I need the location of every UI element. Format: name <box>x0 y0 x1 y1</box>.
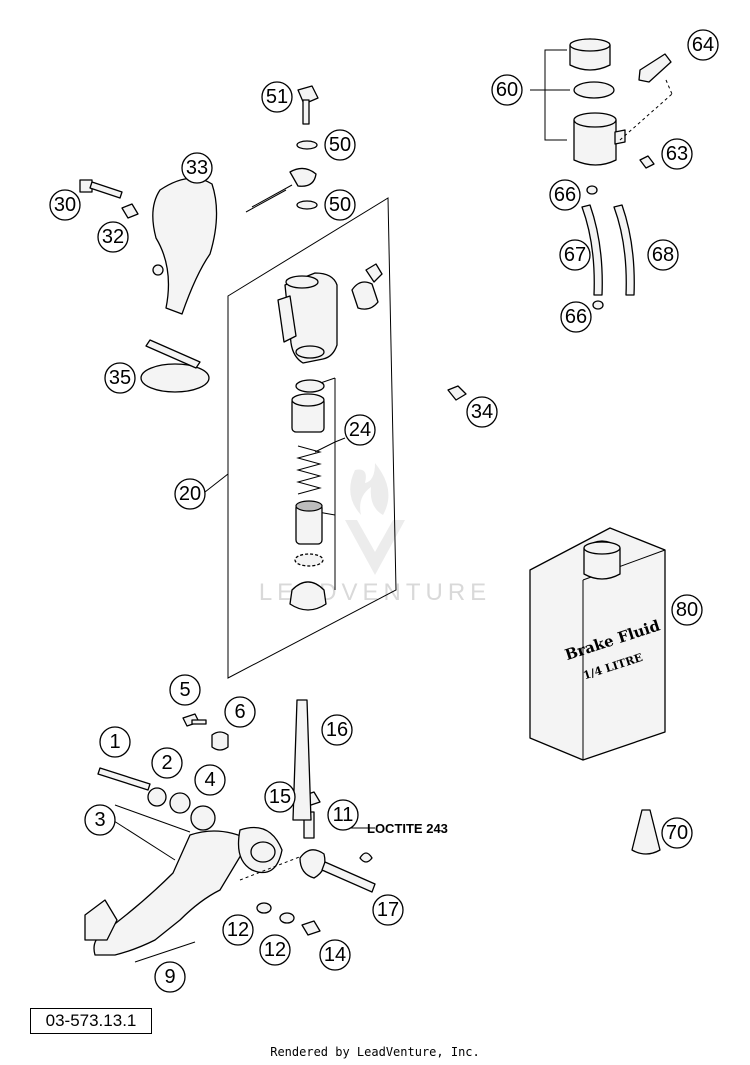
svg-text:24: 24 <box>349 419 371 441</box>
svg-text:70: 70 <box>666 822 688 844</box>
callout-63: 63 <box>661 138 693 170</box>
svg-text:3: 3 <box>94 809 105 831</box>
loctite-annotation: LOCTITE 243 <box>367 821 448 836</box>
svg-text:80: 80 <box>676 599 698 621</box>
o-ring <box>295 379 325 393</box>
cover-nut <box>121 203 139 219</box>
callout-80: 80 <box>671 594 703 626</box>
loctite-tube <box>631 809 661 855</box>
svg-text:5: 5 <box>179 679 190 701</box>
svg-text:4: 4 <box>204 769 215 791</box>
part-number: 03-573.13.1 <box>30 1008 152 1034</box>
svg-text:12: 12 <box>227 919 249 941</box>
callout-50-a: 50 <box>324 129 356 161</box>
svg-text:16: 16 <box>326 719 348 741</box>
callout-3: 3 <box>84 804 116 836</box>
callout-20: 20 <box>174 478 206 510</box>
svg-text:34: 34 <box>471 401 493 423</box>
svg-text:60: 60 <box>496 79 518 101</box>
master-cylinder-bracket <box>204 197 397 679</box>
callout-12-a: 12 <box>222 914 254 946</box>
callout-60: 60 <box>491 74 523 106</box>
callout-66-b: 66 <box>560 301 592 333</box>
piston <box>295 500 323 545</box>
cable-tie <box>140 339 210 393</box>
svg-text:2: 2 <box>161 752 172 774</box>
protective-cover <box>152 177 218 315</box>
callout-34: 34 <box>466 396 498 428</box>
svg-text:12: 12 <box>264 939 286 961</box>
callout-51: 51 <box>261 81 293 113</box>
piston-sleeve <box>291 393 325 433</box>
watermark: LEADVENTURE <box>259 463 486 606</box>
svg-text:35: 35 <box>109 367 131 389</box>
callout-33: 33 <box>181 152 213 184</box>
svg-text:32: 32 <box>102 226 124 248</box>
callout-4: 4 <box>194 764 226 796</box>
callout-1: 1 <box>99 726 131 758</box>
callout-32: 32 <box>97 221 129 253</box>
svg-text:20: 20 <box>179 483 201 505</box>
callout-16: 16 <box>321 714 353 746</box>
cover-bolt <box>79 179 123 199</box>
reservoir-group <box>530 38 673 310</box>
spring <box>296 445 322 495</box>
svg-text:30: 30 <box>54 194 76 216</box>
boot <box>289 581 327 611</box>
svg-text:33: 33 <box>186 157 208 179</box>
callout-11: 11 <box>327 799 359 831</box>
callout-12-b: 12 <box>259 934 291 966</box>
callout-67: 67 <box>559 239 591 271</box>
svg-text:11: 11 <box>333 804 354 826</box>
callout-14: 14 <box>319 939 351 971</box>
svg-text:63: 63 <box>666 143 688 165</box>
brake-fluid-can: Brake Fluid 1/4 LITRE <box>529 527 666 761</box>
washer-top <box>296 140 318 150</box>
footer-credit: Rendered by LeadVenture, Inc. <box>270 1045 480 1059</box>
svg-text:51: 51 <box>266 86 288 108</box>
svg-text:14: 14 <box>324 944 346 966</box>
circlip <box>294 553 324 567</box>
callout-30: 30 <box>49 189 81 221</box>
svg-text:17: 17 <box>377 899 399 921</box>
washer-bottom <box>296 200 318 210</box>
callout-64: 64 <box>687 29 719 61</box>
svg-text:66: 66 <box>565 306 587 328</box>
callout-24: 24 <box>344 414 376 446</box>
master-cylinder-body <box>277 263 383 364</box>
svg-text:6: 6 <box>234 701 245 723</box>
callout-68: 68 <box>647 239 679 271</box>
svg-text:50: 50 <box>329 194 351 216</box>
callout-17: 17 <box>372 894 404 926</box>
callout-70: 70 <box>661 817 693 849</box>
callout-6: 6 <box>224 696 256 728</box>
svg-text:67: 67 <box>564 244 586 266</box>
callout-50-b: 50 <box>324 189 356 221</box>
callout-66-a: 66 <box>549 179 581 211</box>
callout-5: 5 <box>169 674 201 706</box>
svg-text:64: 64 <box>692 34 714 56</box>
brake-hose <box>245 167 317 213</box>
callout-15: 15 <box>264 781 296 813</box>
svg-text:1: 1 <box>109 731 120 753</box>
nut-34 <box>447 385 467 401</box>
svg-text:50: 50 <box>329 134 351 156</box>
callout-9: 9 <box>154 961 186 993</box>
svg-text:68: 68 <box>652 244 674 266</box>
svg-text:15: 15 <box>269 786 291 808</box>
svg-text:9: 9 <box>164 966 175 988</box>
svg-text:66: 66 <box>554 184 576 206</box>
banjo-bolt <box>297 85 319 125</box>
callout-35: 35 <box>104 362 136 394</box>
callout-2: 2 <box>151 747 183 779</box>
